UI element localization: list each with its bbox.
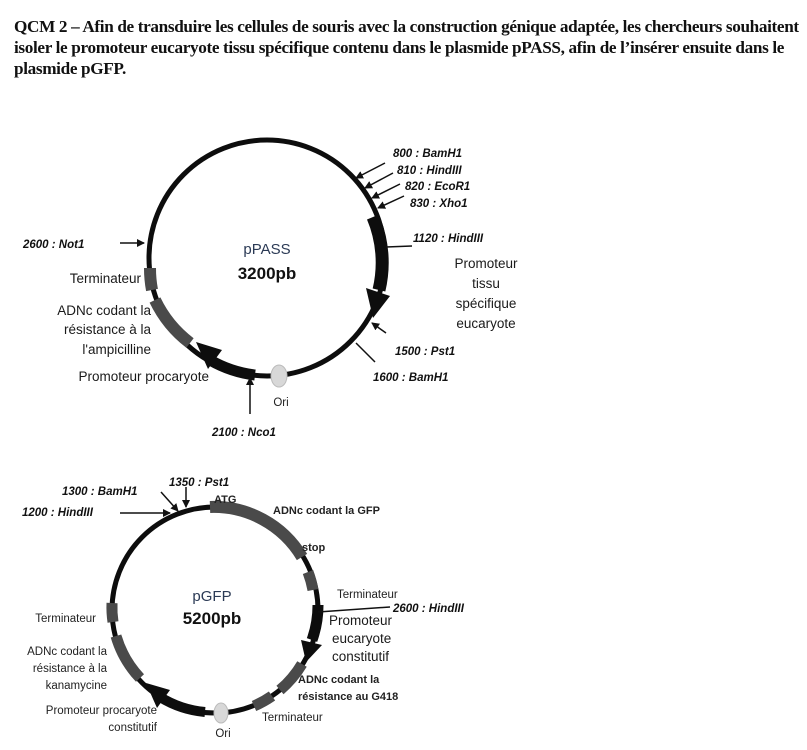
pgfp-prok-promoter-label-1: Promoteur procaryote (46, 705, 157, 717)
pgfp-euk-promoter-label-2: eucaryote (332, 631, 391, 646)
pgfp-kana-block (110, 634, 145, 682)
pgfp-euk-promoter-label-1: Promoteur (329, 613, 393, 628)
pgfp-g418-block (276, 661, 307, 695)
ppass-amp-label-2: résistance à la (64, 322, 152, 337)
pgfp-terminator-left-label: Terminateur (35, 613, 96, 625)
pgfp-terminator-bottom-label: Terminateur (262, 712, 323, 724)
ppass-amp-block (149, 297, 194, 348)
pgfp-site-2600: 2600 : HindIII (392, 603, 465, 615)
ppass-size: 3200pb (238, 264, 297, 283)
pgfp-map: pGFP 5200pb 1200 : HindIII 1300 : BamH1 … (22, 477, 465, 740)
ppass-site-1120: 1120 : HindIII (413, 233, 484, 245)
ppass-site-810: 810 : HindIII (397, 165, 462, 177)
pgfp-kana-label-2: résistance à la (33, 663, 108, 675)
ppass-site-2600: 2600 : Not1 (22, 239, 84, 251)
pgfp-terminator-left-block (106, 602, 119, 623)
pgfp-site-1300: 1300 : BamH1 (62, 486, 137, 498)
ppass-ori-label: Ori (273, 397, 288, 409)
ppass-site-820: 820 : EcoR1 (405, 181, 470, 193)
pgfp-stop-label: stop (302, 542, 326, 554)
ppass-amp-label-1: ADNc codant la (57, 303, 151, 318)
pgfp-euk-promoter-label-3: constitutif (332, 649, 389, 664)
ppass-amp-label-3: l'ampicilline (82, 342, 151, 357)
ppass-site-830: 830 : Xho1 (410, 198, 468, 210)
ppass-terminator-block (143, 267, 158, 292)
ppass-promoter-label-2: tissu (472, 276, 500, 291)
ppass-site-800: 800 : BamH1 (393, 148, 462, 160)
pgfp-size: 5200pb (183, 609, 242, 628)
pgfp-terminator-right-block (302, 570, 319, 592)
pgfp-euk-promoter-block (306, 604, 324, 642)
pgfp-gfp-label: ADNc codant la GFP (273, 505, 380, 517)
pgfp-prok-arrowhead (146, 683, 170, 708)
pgfp-kana-label-1: ADNc codant la (27, 646, 108, 658)
pgfp-gfp-block (209, 500, 308, 561)
question-text: QCM 2 – Afin de transduire les cellules … (14, 17, 799, 78)
pgfp-name: pGFP (192, 588, 231, 605)
ppass-name: pPASS (243, 241, 290, 258)
ppass-promoter-label-3: spécifique (456, 296, 517, 311)
pgfp-site-1200: 1200 : HindIII (22, 507, 94, 519)
ppass-site-1600: 1600 : BamH1 (373, 372, 448, 384)
ppass-terminator-label: Terminateur (70, 271, 142, 286)
pgfp-ori-label: Ori (215, 728, 230, 740)
pgfp-ori (213, 702, 229, 724)
pgfp-kana-label-3: kanamycine (46, 680, 107, 692)
pgfp-terminator-right-label: Terminateur (337, 589, 398, 601)
ppass-promoter-tissue-block (366, 214, 389, 292)
ppass-promoter-arrowhead (366, 288, 390, 318)
pgfp-site-1350: 1350 : Pst1 (169, 477, 229, 489)
ppass-map: pPASS 3200pb 800 : BamH1 810 : HindIII 8… (22, 137, 518, 439)
ppass-promoter-label-1: Promoteur (454, 256, 518, 271)
ppass-site-2100: 2100 : Nco1 (211, 427, 276, 439)
pgfp-g418-label-1: ADNc codant la (298, 674, 380, 686)
pgfp-terminator-bottom-block (251, 691, 276, 712)
ppass-prok-promoter-label: Promoteur procaryote (78, 369, 209, 384)
pgfp-prok-promoter-block (157, 692, 206, 717)
ppass-prok-arrowhead (196, 342, 222, 369)
pgfp-g418-label-2: résistance au G418 (298, 691, 398, 703)
ppass-site-1500: 1500 : Pst1 (395, 346, 455, 358)
ppass-promoter-label-4: eucaryote (456, 316, 515, 331)
pgfp-atg-label: ATG (214, 494, 236, 506)
ppass-ori (270, 364, 288, 388)
pgfp-prok-promoter-label-2: constitutif (108, 722, 157, 734)
ppass-prok-promoter-block (207, 355, 256, 381)
pgfp-euk-arrowhead (301, 640, 322, 662)
